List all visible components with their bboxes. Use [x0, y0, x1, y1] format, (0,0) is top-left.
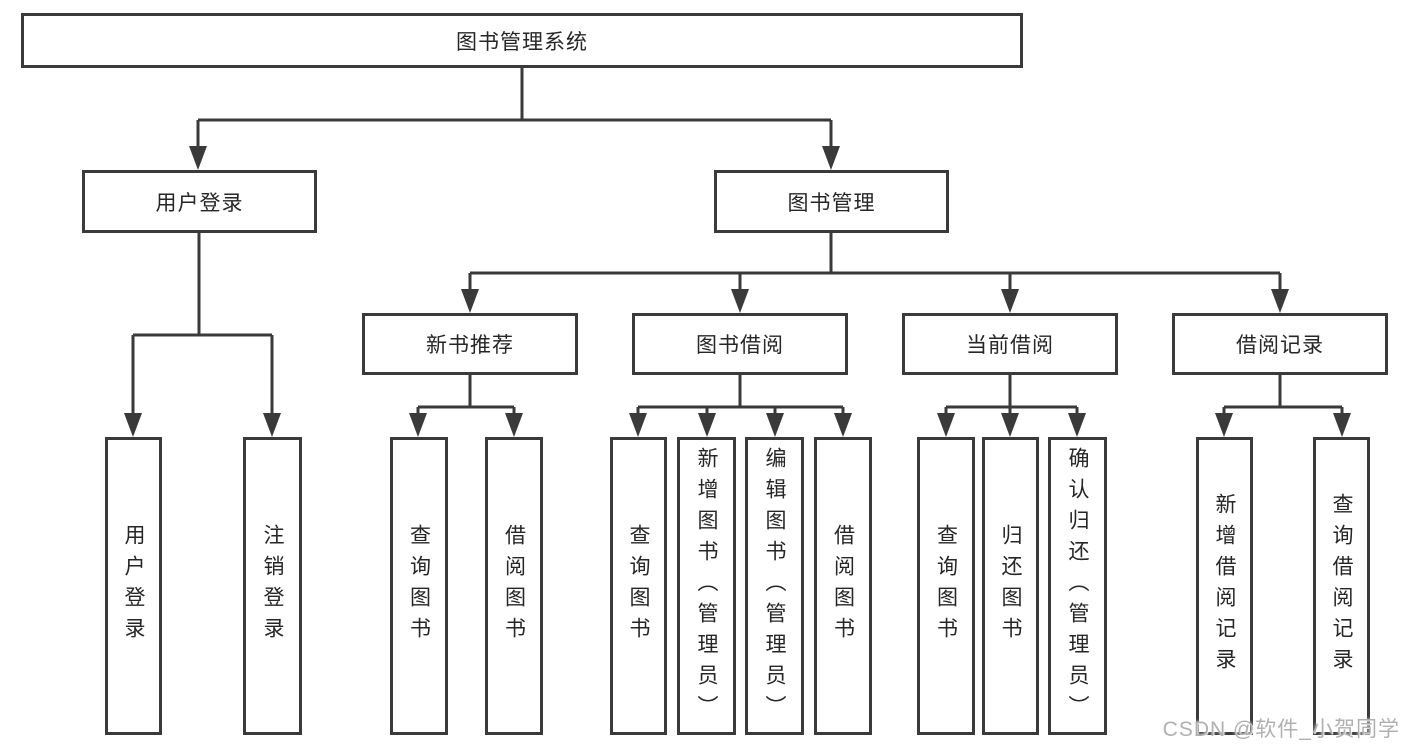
- leaf-edit-books-admin: 编辑图书（管理员）: [745, 437, 804, 735]
- leaf-add-books-admin: 新增图书（管理员）: [677, 437, 736, 735]
- leaf-borrow-books: 借阅图书: [814, 437, 872, 735]
- leaf-user-login: 用户登录: [105, 437, 162, 735]
- node-root-system: 图书管理系统: [21, 13, 1023, 68]
- leaf-add-borrow-record: 新增借阅记录: [1196, 437, 1253, 735]
- node-current-borrowing: 当前借阅: [902, 313, 1118, 375]
- leaf-query-borrow-record: 查询借阅记录: [1313, 437, 1370, 735]
- leaf-query-books-current: 查询图书: [917, 437, 975, 735]
- node-new-book-recommendation: 新书推荐: [362, 313, 578, 375]
- arrowheads: [124, 146, 1351, 437]
- leaf-query-books-borrowing: 查询图书: [610, 437, 667, 735]
- node-book-management: 图书管理: [714, 170, 949, 233]
- node-user-login-branch: 用户登录: [82, 170, 317, 233]
- leaf-query-books-recommend: 查询图书: [390, 437, 448, 735]
- node-borrow-records: 借阅记录: [1172, 313, 1388, 375]
- leaf-borrow-books-recommend: 借阅图书: [485, 437, 543, 735]
- watermark: CSDN @软件_小贺同学: [1162, 718, 1400, 741]
- leaf-logout: 注销登录: [243, 437, 302, 735]
- leaf-return-books: 归还图书: [982, 437, 1039, 735]
- node-book-borrowing: 图书借阅: [632, 313, 848, 375]
- leaf-confirm-return-admin: 确认归还（管理员）: [1048, 437, 1107, 735]
